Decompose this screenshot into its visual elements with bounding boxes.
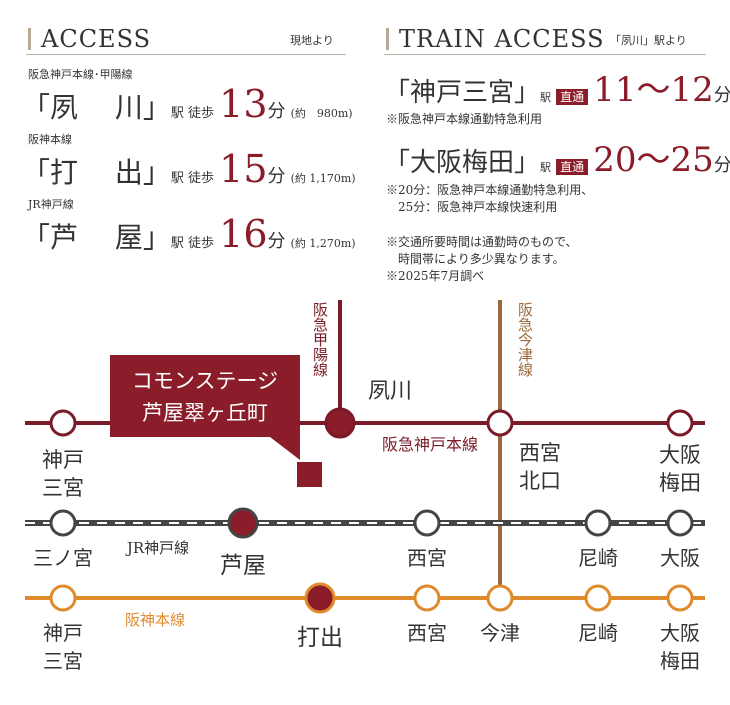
- access-item: 「夙 川」駅 徒歩 13分 (約 980m): [22, 85, 353, 131]
- station-label: 三宮: [43, 649, 83, 673]
- station-name: 「夙 川」: [22, 91, 171, 124]
- line-name: 阪神本線: [28, 133, 72, 146]
- property-name-line2: 芦屋翠ヶ丘町: [142, 401, 268, 425]
- station-label: 梅田: [660, 649, 700, 673]
- train-note: ※阪急神戸本線通勤特急利用: [386, 112, 543, 126]
- station-marker: [413, 584, 441, 612]
- distance: (約 1,270m): [290, 237, 356, 250]
- travel-minutes: 20～25: [593, 140, 714, 180]
- station-label: 今津: [480, 621, 520, 645]
- station-marker-ashiya: [227, 507, 259, 539]
- minutes-unit: 分: [267, 101, 286, 122]
- hanshin-line-label: 阪神本線: [125, 611, 185, 629]
- station-marker: [584, 584, 612, 612]
- station-label-ashiya: 芦屋: [220, 553, 266, 579]
- station-marker-shukugawa: [324, 407, 356, 439]
- station-label: 大阪: [659, 443, 701, 467]
- divider: [26, 54, 346, 55]
- minutes-unit: 分: [267, 166, 286, 187]
- eki-label: 駅: [540, 161, 552, 174]
- line-name: 阪急神戸本線･甲陽線: [28, 68, 133, 81]
- station-name: 「打 出」: [22, 156, 171, 189]
- station-marker: [666, 584, 694, 612]
- koyo-line-label: 阪急甲陽線: [311, 302, 329, 377]
- station-label: 梅田: [659, 471, 701, 495]
- station-label: 西宮: [407, 546, 447, 570]
- station-name: 「芦 屋」: [22, 221, 171, 254]
- train-item: 「神戸三宮」駅 直通 11～12分: [384, 72, 730, 115]
- destination-station: 「神戸三宮」: [384, 78, 541, 108]
- station-label: 北口: [519, 469, 561, 493]
- footnote: ※2025年7月調べ: [386, 269, 485, 283]
- distance: (約 980m): [290, 107, 353, 120]
- property-location-marker: [297, 462, 322, 487]
- walk-minutes: 16: [219, 212, 268, 256]
- train-access-title: TRAIN ACCESS: [386, 27, 605, 51]
- station-label: 神戸: [43, 621, 83, 645]
- station-label: 大阪: [660, 621, 700, 645]
- station-marker: [49, 409, 77, 437]
- jr-line-label: JR神戸線: [125, 539, 189, 557]
- station-label: 尼崎: [578, 546, 618, 570]
- station-label: 西宮: [519, 441, 561, 465]
- train-access-note: 「夙川」駅より: [610, 34, 687, 47]
- walk-label: 駅 徒歩: [170, 236, 215, 251]
- destination-station: 「大阪梅田」: [384, 148, 541, 178]
- direct-badge: 直通: [556, 89, 589, 105]
- distance: (約 1,170m): [290, 172, 356, 185]
- property-callout: [110, 355, 322, 487]
- footnote: 時間帯により多少異なります。: [386, 252, 565, 266]
- minutes-unit: 分: [713, 155, 730, 176]
- access-item: 「芦 屋」駅 徒歩 16分 (約 1,270m): [22, 215, 356, 261]
- footnote: ※交通所要時間は通勤時のもので、: [386, 235, 578, 249]
- travel-minutes: 11～12: [593, 70, 714, 110]
- walk-label: 駅 徒歩: [170, 171, 215, 186]
- minutes-unit: 分: [267, 231, 286, 252]
- direct-badge: 直通: [556, 159, 589, 175]
- hankyu-kobe-line-label: 阪急神戸本線: [382, 435, 478, 454]
- station-marker: [486, 409, 514, 437]
- imazu-line-label: 阪急今津線: [516, 302, 534, 377]
- train-note: 25分：阪急神戸本線快速利用: [386, 200, 558, 214]
- station-marker: [666, 509, 694, 537]
- station-label: 神戸: [42, 448, 84, 472]
- station-label: 西宮: [407, 621, 447, 645]
- line-name: JR神戸線: [28, 198, 74, 211]
- train-note: ※20分：阪急神戸本線通勤特急利用、: [386, 183, 594, 197]
- station-marker: [486, 584, 514, 612]
- station-marker-uchide: [304, 582, 336, 614]
- station-label: 三ノ宮: [33, 546, 93, 570]
- station-label: 三宮: [42, 476, 84, 500]
- minutes-unit: 分: [713, 85, 730, 106]
- station-marker: [413, 509, 441, 537]
- station-label: 大阪: [660, 546, 700, 570]
- property-name-line1: コモンステージ: [132, 369, 278, 393]
- walk-minutes: 15: [219, 147, 268, 191]
- walk-label: 駅 徒歩: [170, 106, 215, 121]
- station-marker: [49, 509, 77, 537]
- divider: [384, 54, 706, 55]
- train-item: 「大阪梅田」駅 直通 20～25分: [384, 142, 730, 185]
- station-label-uchide: 打出: [297, 625, 343, 651]
- access-title: ACCESS: [28, 27, 151, 51]
- station-marker: [666, 409, 694, 437]
- eki-label: 駅: [540, 91, 552, 104]
- walk-minutes: 13: [219, 82, 268, 126]
- station-label-shukugawa: 夙川: [368, 379, 412, 404]
- station-label: 尼崎: [578, 621, 618, 645]
- station-marker: [584, 509, 612, 537]
- station-marker: [49, 584, 77, 612]
- access-item: 「打 出」駅 徒歩 15分 (約 1,170m): [22, 150, 356, 196]
- access-note: 現地より: [290, 34, 334, 47]
